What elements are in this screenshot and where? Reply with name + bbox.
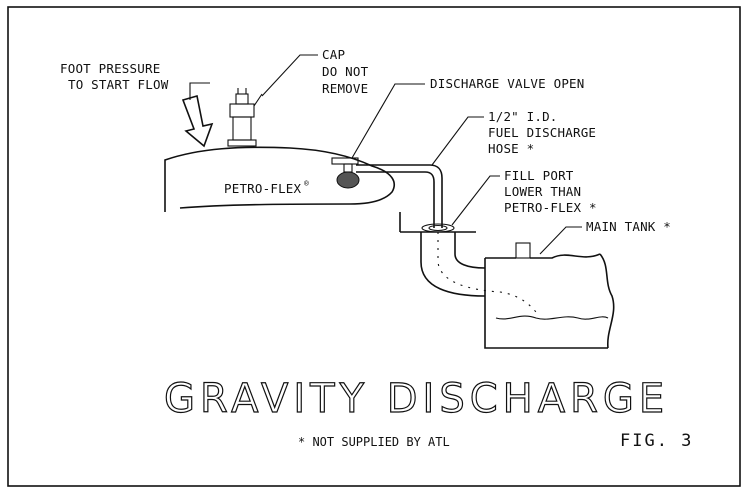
label-foot-pressure-1: FOOT PRESSURE [60, 61, 160, 76]
main-tank [484, 242, 615, 349]
leader-main-tank [539, 226, 582, 255]
footnote: * NOT SUPPLIED BY ATL [298, 435, 450, 449]
label-hose-1: 1/2" I.D. [488, 109, 558, 124]
cap-assembly-icon [227, 88, 263, 147]
label-foot-pressure-2: TO START FLOW [68, 77, 169, 92]
discharge-valve-icon [331, 157, 360, 189]
label-cap-1: CAP [322, 47, 345, 62]
label-fill-port-1: FILL PORT [504, 168, 574, 183]
leader-fill-port [451, 175, 500, 226]
leader-valve [351, 83, 425, 159]
label-hose-2: FUEL DISCHARGE [488, 125, 596, 140]
label-fill-port-3: PETRO-FLEX * [504, 200, 597, 215]
fill-port [399, 212, 476, 233]
fuel-flow-dots [437, 232, 537, 313]
label-hose-3: HOSE * [488, 141, 534, 156]
leader-hose [431, 116, 484, 166]
leader-cap [261, 54, 318, 97]
figure-number: FIG. 3 [620, 431, 693, 451]
page-border [7, 6, 741, 487]
fuel-discharge-hose [356, 164, 443, 228]
label-cap-2: DO NOT [322, 64, 369, 79]
diagram-title: GRAVITY DISCHARGE [164, 376, 669, 422]
label-bladder: PETRO-FLEX [224, 181, 302, 196]
fill-pipe [420, 232, 486, 297]
registered-mark: ® [304, 179, 309, 188]
label-fill-port-2: LOWER THAN [504, 184, 581, 199]
foot-pressure-arrow-icon [181, 94, 214, 148]
label-discharge-valve: DISCHARGE VALVE OPEN [430, 76, 585, 91]
petro-flex-bladder [164, 146, 396, 212]
label-main-tank: MAIN TANK * [586, 219, 671, 234]
leader-foot [189, 82, 210, 100]
label-cap-3: REMOVE [322, 81, 368, 96]
